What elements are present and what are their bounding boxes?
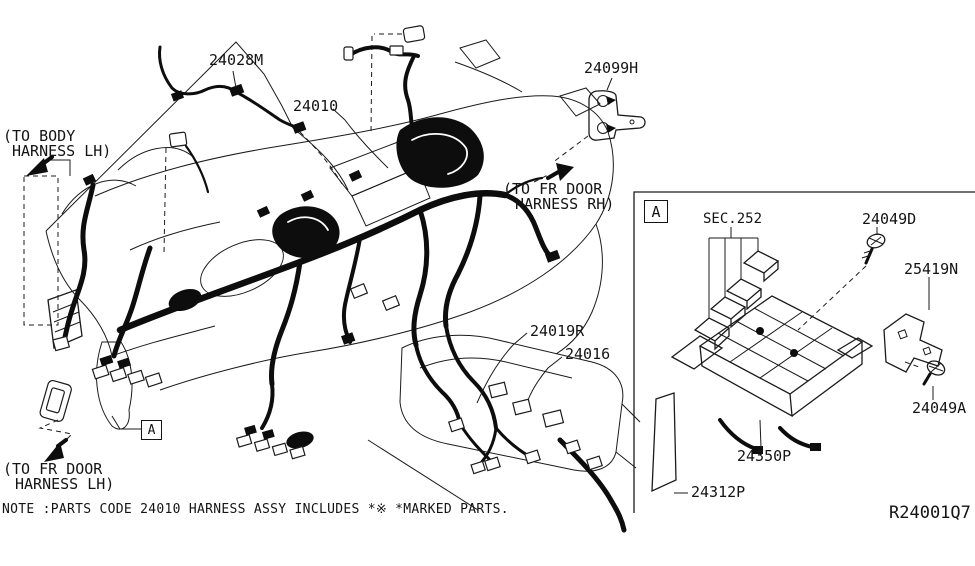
callout-to-body-lh-line2: HARNESS LH) <box>12 142 112 160</box>
part-label-24049a: 24049A <box>912 399 967 417</box>
reference-code: R24001Q7 <box>889 503 971 523</box>
leader-lines <box>111 70 613 430</box>
harness-connectors <box>52 45 603 475</box>
console-outline <box>367 334 641 511</box>
sec252-bracket-lines <box>708 227 759 318</box>
callout-to-fr-door-rh-line1: (TO FR DOOR <box>503 180 603 198</box>
callout-to-fr-door-rh-line2: HARNESS RH) <box>515 195 615 213</box>
dash-ref-frdoor-rh <box>533 174 549 183</box>
callout-to-fr-door-lh-line2: HARNESS LH) <box>15 475 115 493</box>
callout-to-body-lh-line1: (TO BODY <box>3 127 76 145</box>
part-label-25419n: 25419N <box>904 260 959 278</box>
harness-knots <box>168 117 484 449</box>
fuse-block-24350p <box>670 250 874 454</box>
part-label-24350p: 24350P <box>737 447 792 465</box>
dash-ref-frdoor-lh <box>38 419 74 445</box>
callout-to-fr-door-lh-line1: (TO FR DOOR <box>3 460 103 478</box>
direction-arrows <box>26 155 574 462</box>
hanging-connector-1 <box>163 131 188 254</box>
main-harness <box>61 45 627 533</box>
section-label-sec252: SEC.252 <box>703 211 763 227</box>
bolt-24049a <box>922 360 946 400</box>
part-label-24099h: 24099H <box>584 59 639 77</box>
fr-door-lh-connector <box>39 379 72 422</box>
part-label-24049d: 24049D <box>862 210 917 228</box>
part-label-24010: 24010 <box>293 97 339 115</box>
part-label-24312p: 24312P <box>691 483 746 501</box>
detail-marker-a-main: A <box>141 420 162 440</box>
part-label-24028m: 24028M <box>209 51 264 69</box>
bracket-25419n <box>883 313 943 373</box>
footnote: NOTE :PARTS CODE 24010 HARNESS ASSY INCL… <box>2 502 509 517</box>
detail-marker-a-panel: A <box>644 200 668 223</box>
bracket-24099h <box>551 90 646 164</box>
plate-24312p <box>651 227 930 494</box>
body-harness-locator-box <box>23 175 59 326</box>
bolt-24049d <box>797 233 886 331</box>
hanging-connector-2 <box>370 25 426 135</box>
detail-panel-frame <box>633 191 975 513</box>
part-label-24016: 24016 <box>565 345 611 363</box>
part-label-24019r: 24019R <box>530 322 585 340</box>
locator-link-line <box>50 159 71 176</box>
